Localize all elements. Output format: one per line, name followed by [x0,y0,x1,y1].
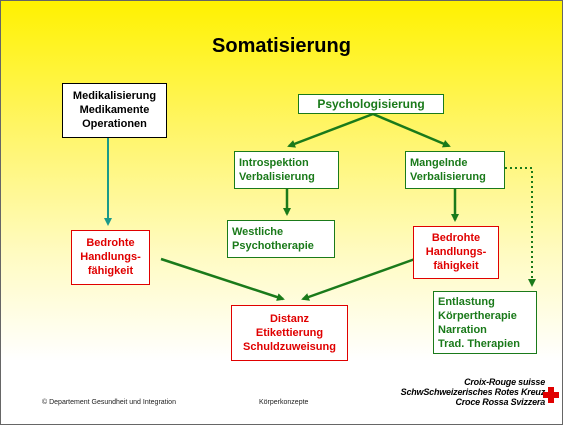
box-introspektion: Introspektion Verbalisierung [234,151,339,189]
slide-title: Somatisierung [212,35,351,57]
arrow-bedrohte-right-to-distanz [301,257,416,301]
red-cross-logo-text: Croix-Rouge suisse SchwSchweizerisches R… [393,377,546,407]
box-mangelnde: Mangelnde Verbalisierung [405,151,505,189]
arrow-psycho-to-mangelnde [372,112,451,148]
box-psychologisierung: Psychologisierung [298,94,444,114]
arrow-psycho-to-introspektion [287,112,374,148]
logo-line-french: Croix-Rouge suisse [464,377,545,387]
logo-line-italian: Croce Rossa Svizzera [455,397,545,407]
logo-line-german: SchwSchweizerisches Rotes Kreuz [400,387,546,397]
arrow-mangelnde-to-entlastung [505,167,536,287]
box-entlastung: Entlastung Körpertherapie Narration Trad… [433,291,537,354]
red-cross-icon [543,387,559,403]
footer-subject: Körperkonzepte [259,399,309,406]
box-distanz: Distanz Etikettierung Schuldzuweisung [231,305,348,361]
box-bedrohte-handlungsfaehigkeit-right: Bedrohte Handlungs- fähigkeit [413,226,499,279]
box-medikalisierung: Medikalisierung Medikamente Operationen [62,83,167,138]
box-bedrohte-handlungsfaehigkeit-left: Bedrohte Handlungs- fähigkeit [71,230,150,285]
arrow-bedrohte-left-to-distanz [160,257,285,301]
footer-copyright: © Departement Gesundheit und Integration [42,399,176,406]
box-westliche-psychotherapie: Westliche Psychotherapie [227,220,335,258]
